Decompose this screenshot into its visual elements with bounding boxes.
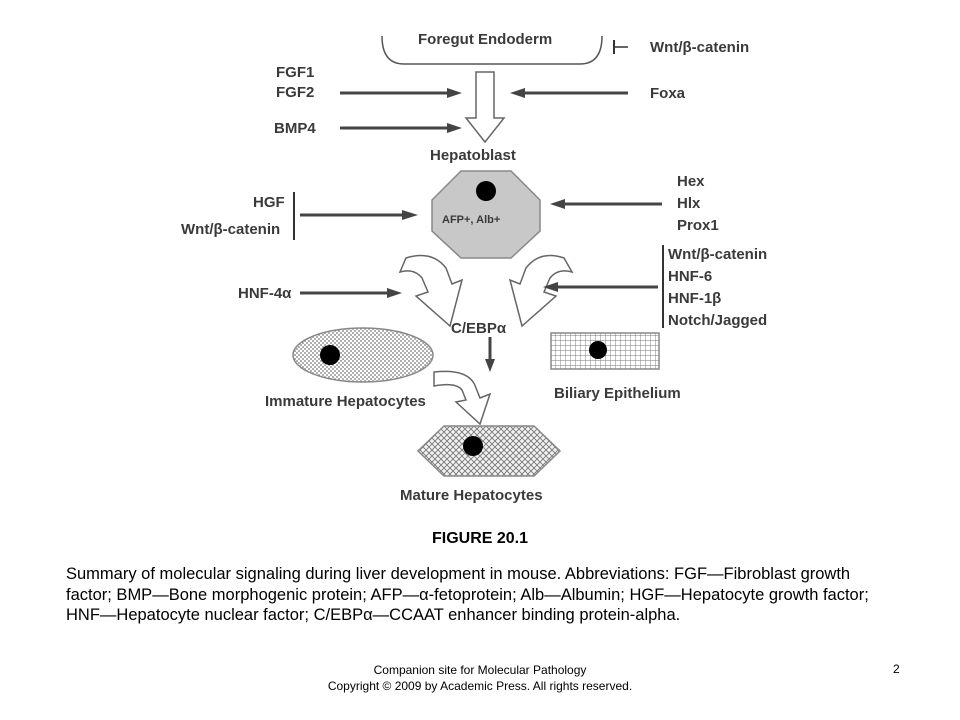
footer: Companion site for Molecular Pathology C… [0,662,960,694]
hlx-label: Hlx [677,195,701,212]
cebpa-arrow [485,337,495,372]
hepatoblast-nucleus [476,181,496,201]
biliary-epithelium-nucleus [589,341,607,359]
to-immature-curved-arrow [398,254,464,328]
hgf-label: HGF [253,194,285,211]
foregut-endoderm-label: Foregut Endoderm [418,31,552,48]
hnf1b-label: HNF-1β [668,290,721,307]
biliary-epithelium-label: Biliary Epithelium [554,385,681,402]
bmp-arrow [340,123,462,133]
hnf6-label: HNF-6 [668,268,712,285]
foregut-to-hepatoblast-arrow [464,71,506,144]
mature-hepatocyte-cell [416,425,562,477]
mature-hepatocyte-nucleus [463,436,483,456]
figure-caption: Summary of molecular signaling during li… [66,565,869,624]
immature-to-mature-arrow [433,370,492,426]
fgf2-label: FGF2 [276,84,314,101]
foregut-bracket [381,35,603,65]
fgf-arrow [340,88,462,98]
fgf1-label: FGF1 [276,64,314,81]
wnt-top-label: Wnt/β-catenin [650,39,749,56]
foxa-label: Foxa [650,85,686,102]
liver-development-diagram: Foregut Endoderm Wnt/β-catenin FGF1 FGF2… [181,31,767,504]
hepatoblast-markers: AFP+, Alb+ [442,214,500,226]
footer-line-2: Copyright © 2009 by Academic Press. All … [327,679,633,693]
hepatoblast-label: Hepatoblast [430,147,516,164]
hgf-wnt-arrow [300,210,418,220]
wnt-right-label: Wnt/β-catenin [668,246,767,263]
prox1-label: Prox1 [677,217,719,234]
immature-hepatocyte-cell [292,327,434,383]
footer-line-1: Companion site for Molecular Pathology [373,663,587,677]
wnt-left-label: Wnt/β-catenin [181,221,280,238]
hex-label: Hex [677,173,705,190]
notch-jagged-label: Notch/Jagged [668,312,767,329]
foxa-arrow [510,88,628,98]
figure-title: FIGURE 20.1 [431,530,529,547]
page-number: 2 [893,662,900,676]
bmp4-label: BMP4 [274,120,316,137]
hepatoblast-cell [431,170,541,259]
to-biliary-curved-arrow [508,254,574,328]
immature-hepatocytes-label: Immature Hepatocytes [265,393,426,410]
biliary-factors-arrow [543,282,658,292]
cebpa-label: C/EBPα [451,320,507,337]
immature-hepatocyte-nucleus [320,345,340,365]
mature-hepatocytes-label: Mature Hepatocytes [400,487,543,504]
hnf4a-arrow [300,288,402,298]
hex-arrow [550,199,662,209]
hnf4a-label: HNF-4α [238,285,292,302]
